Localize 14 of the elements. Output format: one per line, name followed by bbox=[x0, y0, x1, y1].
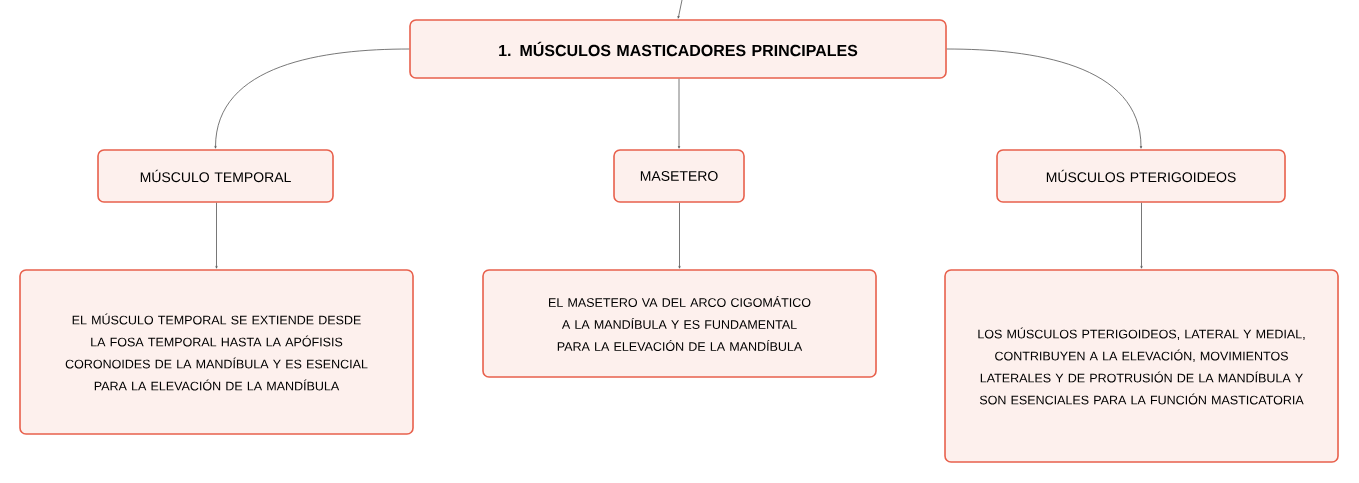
arrow bbox=[677, 78, 681, 149]
description-box: LOS MÚSCULOS PTERIGOIDEOS, LATERAL Y MEDIAL, CONTRIBUYEN A LA ELEVACIÓN, MOVIMIENTOS LATERALES Y DE PROTRUSIÓN DE LA MANDÍBULA Y SON ESENCIALES PARA LA FUNCIÓN MASTICATORIA bbox=[944, 269, 1339, 463]
topic-box: MASETERO bbox=[613, 149, 745, 203]
topic-box: MÚSCULOS PTERIGOIDEOS bbox=[996, 149, 1286, 203]
description-box: EL MASETERO VA DEL ARCO CIGOMÁTICO A LA MANDÍBULA Y ES FUNDAMENTAL PARA LA ELEVACIÓN DE LA MANDÍBULA bbox=[482, 269, 877, 378]
arrow bbox=[214, 48, 410, 149]
arrow bbox=[677, 0, 683, 19]
arrow bbox=[678, 202, 681, 269]
title-box: 1. MÚSCULOS MASTICADORES PRINCIPALES bbox=[409, 19, 947, 79]
description-box: EL MÚSCULO TEMPORAL SE EXTIENDE DESDE LA FOSA TEMPORAL HASTA LA APÓFISIS CORONOIDES DE LA MANDÍBULA Y ES ESENCIAL PARA LA ELEVACIÓN DE LA MANDÍBULA bbox=[19, 269, 414, 435]
arrow bbox=[1140, 202, 1143, 269]
arrow bbox=[946, 48, 1143, 149]
topic-box: MÚSCULO TEMPORAL bbox=[97, 149, 334, 203]
arrow bbox=[215, 202, 218, 269]
